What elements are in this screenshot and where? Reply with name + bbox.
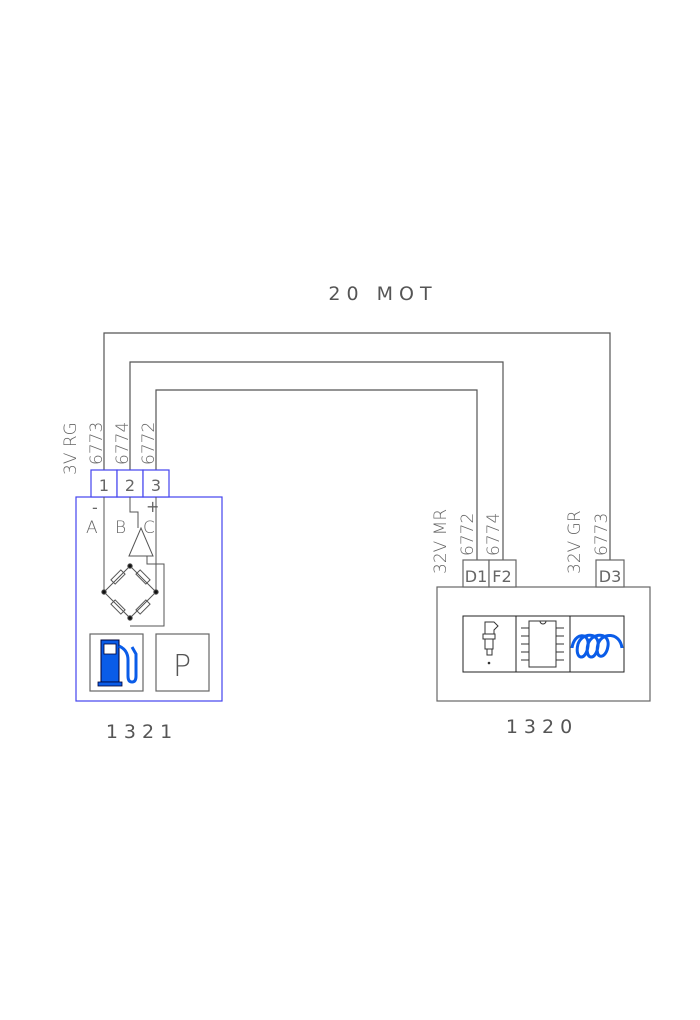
pin-1[interactable]	[90, 469, 118, 498]
coil-icon	[570, 633, 624, 659]
wire-label: 6774	[113, 422, 133, 465]
wire-6772	[155, 389, 478, 560]
display-tile	[155, 633, 210, 692]
component-id-1321: 1321	[106, 721, 178, 743]
injector-icon	[482, 621, 499, 665]
pin-number: 2	[125, 476, 135, 495]
component-1321[interactable]: 1 2 3 - + A B C	[75, 469, 223, 702]
fuel-pump-icon	[97, 639, 138, 687]
wire-label: 6772	[139, 422, 159, 465]
connector-label-1320-right: 32V GR	[565, 510, 585, 574]
harness-label: 20 MOT	[328, 283, 437, 305]
pin-number: D3	[599, 567, 622, 586]
wire-label: 6773	[87, 422, 107, 465]
component-1320[interactable]: D1 F2 D3	[436, 559, 651, 702]
polarity-plus: +	[146, 497, 159, 516]
terminal-label: C	[143, 518, 155, 538]
pin-number: D1	[465, 567, 488, 586]
pin-D3[interactable]	[595, 559, 625, 588]
wire-label: 6774	[484, 513, 504, 556]
pin-D1[interactable]	[462, 559, 490, 588]
terminal-label: B	[115, 518, 126, 538]
bridge-sensor-icon	[101, 497, 165, 627]
wire-6773	[103, 332, 611, 560]
connector-label-1320-left: 32V MR	[431, 509, 451, 574]
pin-number: 1	[99, 476, 109, 495]
pin-2[interactable]	[116, 469, 144, 498]
wire-label: 6772	[458, 513, 478, 556]
wire-label: 6773	[592, 513, 612, 556]
component-1321-labels: 3V RG 6773 6774 6772	[61, 422, 159, 475]
pin-F2[interactable]	[488, 559, 517, 588]
connector-label-1321: 3V RG	[61, 422, 81, 475]
pin-number: 3	[151, 476, 161, 495]
component-id-1320: 1320	[506, 716, 578, 738]
component-1320-labels: 32V MR 6772 6774 32V GR 6773	[431, 509, 612, 574]
pin-number: F2	[492, 567, 511, 586]
display-letter: P	[173, 649, 191, 684]
polarity-minus: -	[92, 498, 98, 517]
wire-6774	[129, 361, 504, 560]
ic-chip-icon	[521, 620, 564, 668]
terminal-label: A	[86, 518, 98, 538]
